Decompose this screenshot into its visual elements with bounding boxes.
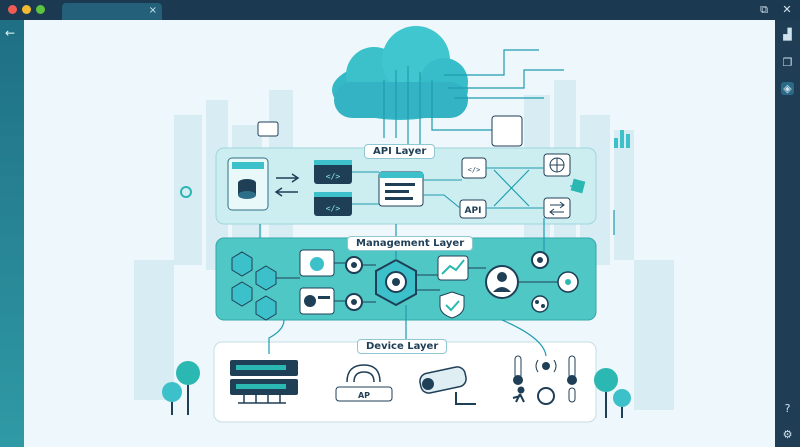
code-glyph-2: </> — [326, 204, 341, 213]
sync-icon — [543, 197, 571, 219]
chart-bars-icon — [614, 130, 630, 148]
shield-check-icon — [439, 291, 465, 319]
diagram-svg: </> </> </> API — [134, 26, 674, 423]
diagram-canvas: </> </> </> API — [24, 20, 775, 447]
gear-icon-2 — [345, 293, 363, 311]
server-window-icon — [378, 171, 424, 207]
doc-icon — [257, 121, 279, 137]
maximize-dot[interactable] — [36, 5, 45, 14]
central-gear-hex-icon — [375, 258, 417, 307]
cube-icon — [570, 178, 586, 194]
motion-sensor-icon — [535, 359, 557, 373]
search-sensor-icon — [537, 387, 555, 405]
analytics-chart-icon — [437, 255, 469, 281]
help-icon[interactable]: ? — [784, 402, 791, 415]
layer-connectors — [259, 210, 615, 357]
globe-icon — [543, 153, 571, 177]
dashboard-window-icon — [299, 249, 335, 277]
restore-button[interactable]: ⧉ — [760, 3, 768, 16]
code-window-icon-2: </> — [314, 192, 352, 216]
ap-label: AP — [358, 391, 370, 400]
hexagon-network-icon — [231, 251, 277, 321]
code-window-icon-3: </> — [461, 157, 487, 179]
thermometer-icon-2 — [567, 355, 577, 385]
management-layer-label: Management Layer — [347, 236, 474, 251]
left-sidebar: ← — [0, 20, 24, 447]
layers-icon[interactable]: ◈ — [781, 82, 794, 95]
security-camera-icon — [419, 366, 476, 405]
ring-icon — [180, 186, 192, 198]
settings-icon[interactable]: ⚙ — [782, 428, 793, 441]
right-sidebar: ▟ ❐ ◈ ? ⚙ — [775, 20, 800, 447]
chart-icon[interactable]: ▟ — [783, 28, 792, 41]
window-close-button[interactable]: ✕ — [782, 3, 792, 16]
code-window-icon-1: </> — [314, 160, 352, 184]
tree-icon-right — [594, 368, 631, 418]
exchange-arrows-icon — [274, 173, 300, 197]
microphone-icon — [568, 387, 576, 403]
tree-icon-left — [162, 361, 200, 415]
minimize-dot[interactable] — [22, 5, 31, 14]
api-badge-icon: API — [459, 199, 487, 219]
back-arrow-icon[interactable]: ← — [5, 26, 16, 40]
access-point-icon: AP — [335, 364, 393, 402]
gear-icon-1 — [345, 256, 363, 274]
thermometer-icon-1 — [513, 355, 523, 385]
management-traces — [276, 262, 558, 303]
report-window-icon — [299, 287, 335, 315]
close-dot[interactable] — [8, 5, 17, 14]
database-icon — [227, 157, 269, 211]
doc-window-icon — [491, 115, 523, 147]
code-glyph-3: </> — [468, 166, 481, 174]
code-glyph-1: </> — [326, 172, 341, 181]
device-layer-label: Device Layer — [357, 339, 448, 354]
api-layer-traces — [352, 167, 584, 209]
windows-icon[interactable]: ❐ — [782, 56, 793, 69]
share-nodes-icon — [531, 295, 549, 313]
network-node-icon — [557, 271, 579, 293]
api-layer-label: API Layer — [364, 144, 436, 159]
running-person-icon — [512, 386, 525, 403]
browser-tab[interactable]: × — [62, 3, 162, 20]
user-icon — [485, 265, 519, 299]
title-bar: × ⧉ ✕ — [0, 0, 800, 20]
api-badge-label: API — [465, 206, 482, 216]
network-switch-icon — [230, 360, 298, 404]
cloud-icon — [332, 26, 468, 120]
gear-icon-3 — [531, 251, 549, 269]
tab-close-icon[interactable]: × — [148, 5, 157, 16]
